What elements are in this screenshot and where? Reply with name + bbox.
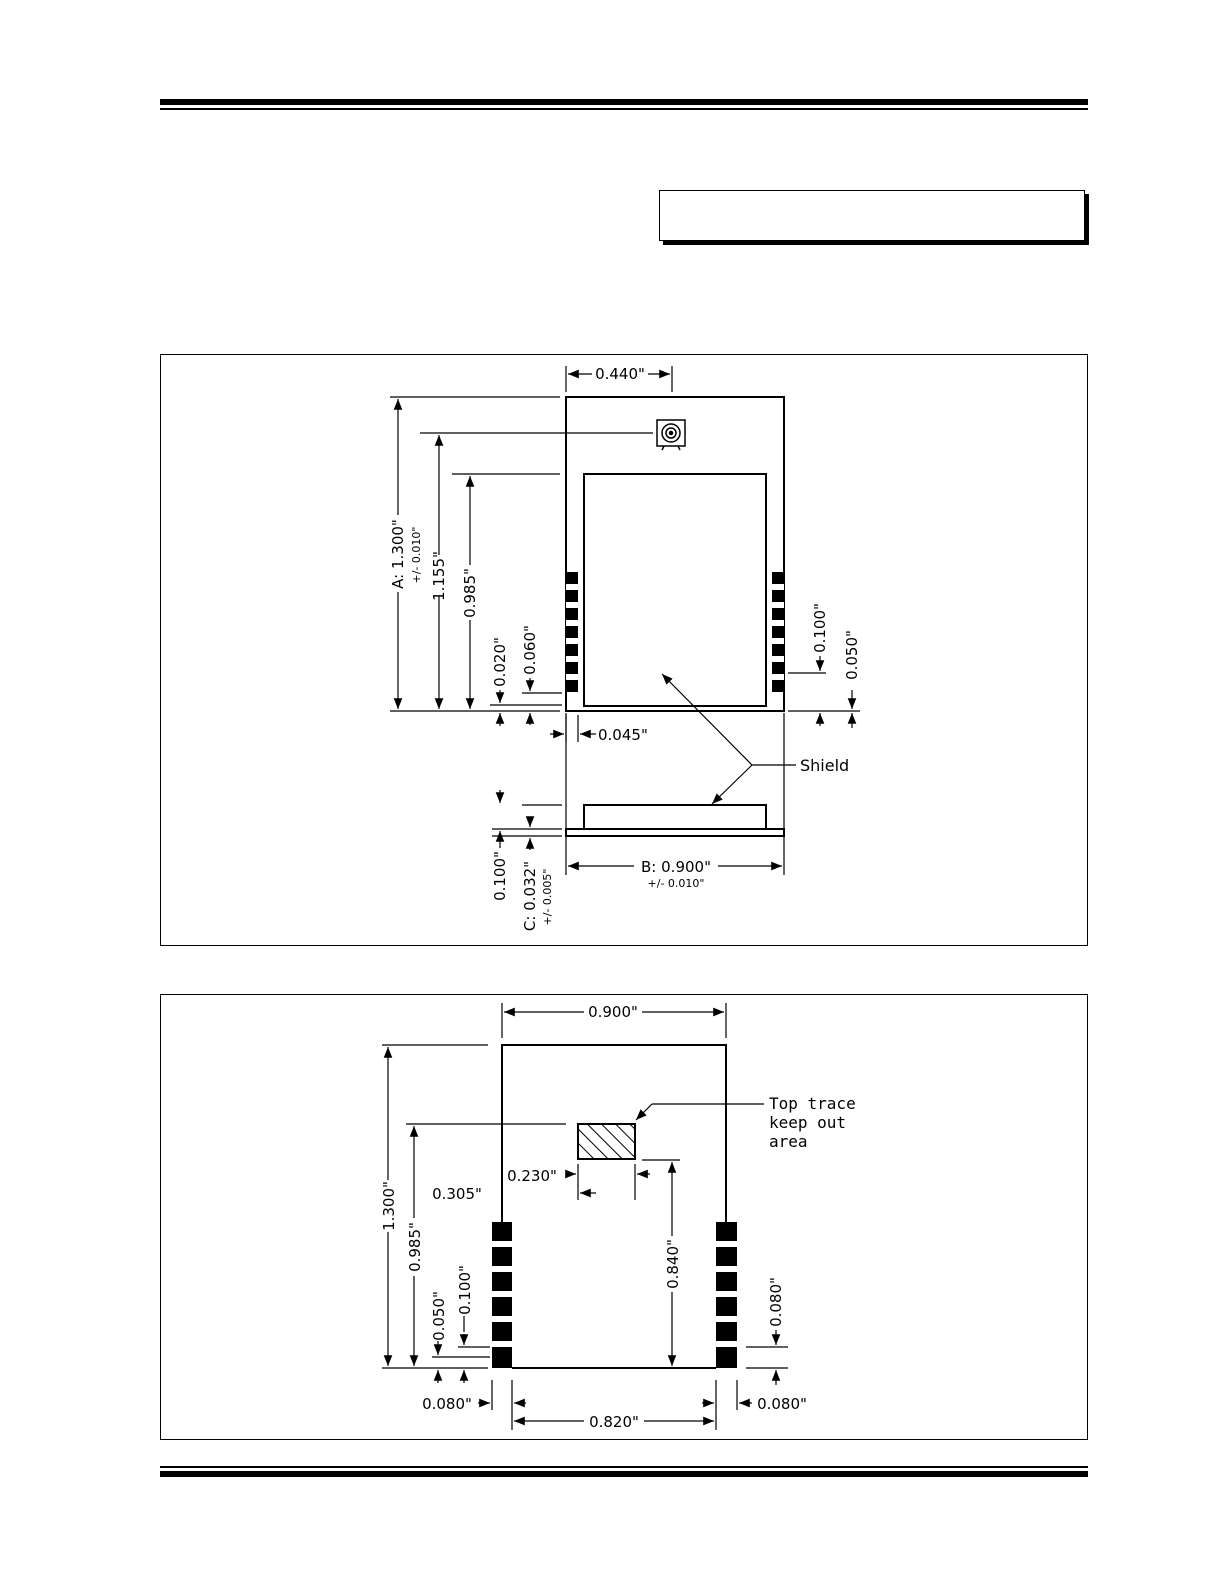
dim2-0985: 0.985" [406,1222,424,1272]
dim2-0100: 0.100" [456,1265,474,1315]
figure-pcb-footprint [160,994,1088,1440]
dim-right-0050: 0.050" [843,630,861,680]
dim2-left-0080: 0.080" [422,1395,472,1413]
dim-A-1300: A: 1.300" [389,519,407,589]
dim2-0230: 0.230" [507,1167,557,1185]
dim-B-tolerance: +/- 0.010" [648,877,705,890]
keepout-label-line2: keep out [769,1113,846,1132]
dim-B-0900: B: 0.900" [641,858,711,876]
dim2-top-0900: 0.900" [588,1003,638,1021]
dim-C-tolerance: +/- 0.005" [541,869,554,926]
figure-module-dimensions [160,354,1088,946]
footprint-pads-left [492,1222,512,1368]
dim-0985: 0.985" [461,568,479,618]
dim-top-width-0440: 0.440" [595,365,645,383]
dim2-right-0080: 0.080" [767,1277,785,1327]
dim-side-0100: 0.100" [491,851,509,901]
dim2-0820: 0.820" [589,1413,639,1431]
bottom-rule-thin [160,1466,1088,1468]
dim2-right-w-0080: 0.080" [757,1395,807,1413]
dim-1155: 1.155" [430,551,448,601]
top-rule-thick [160,99,1088,105]
dim2-0050: 0.050" [430,1291,448,1341]
bottom-rule-thick [160,1471,1088,1477]
footprint-pads-right [716,1222,737,1368]
title-box [659,190,1085,241]
dim-0020: 0.020" [491,637,509,687]
module-outline [565,396,785,712]
footprint-outline [501,1044,727,1369]
keepout-label-line3: area [769,1132,808,1151]
keepout-label-line1: Top trace [769,1094,856,1113]
antenna-connector [656,419,686,447]
dim-0045: 0.045" [598,726,648,744]
shield-label: Shield [800,756,849,775]
shield-outline [583,473,767,707]
dim2-0305: 0.305" [432,1185,482,1203]
dim-C-0032: C: 0.032" [521,861,539,931]
keepout-area [577,1123,636,1160]
top-rule-thin [160,108,1088,110]
dim-0060: 0.060" [521,625,539,675]
dim-right-0100: 0.100" [811,603,829,653]
dim2-0840: 0.840" [664,1239,682,1289]
dim-A-tolerance: +/- 0.010" [410,527,423,584]
dim2-1300: 1.300" [380,1181,398,1231]
